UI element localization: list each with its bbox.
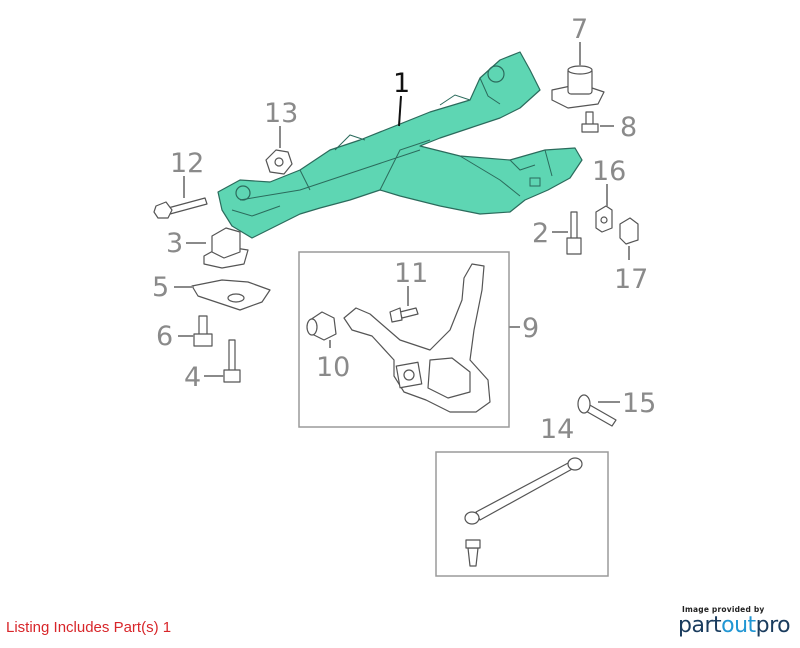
bolt-head bbox=[223, 369, 241, 383]
bolt-shank bbox=[167, 197, 208, 215]
bolt-shank bbox=[399, 307, 419, 319]
retainer-part-17[interactable] bbox=[619, 217, 639, 245]
callout-7: 7 bbox=[571, 14, 588, 45]
mount-part-3[interactable] bbox=[203, 227, 249, 269]
callout-17: 17 bbox=[614, 264, 648, 295]
mount-hole bbox=[235, 185, 251, 201]
bolt-part-12[interactable] bbox=[153, 197, 208, 219]
bolt-head bbox=[581, 123, 599, 133]
bracket-hole bbox=[227, 293, 245, 303]
bolt-head bbox=[566, 237, 582, 255]
brand-credit: Image provided by partoutpro bbox=[678, 605, 791, 638]
callout-6: 6 bbox=[156, 321, 173, 352]
mount-core bbox=[211, 227, 241, 259]
control-arm-hole bbox=[403, 369, 415, 381]
callout-10: 10 bbox=[316, 352, 350, 383]
leader-line-1 bbox=[398, 95, 402, 127]
listing-note: Listing Includes Part(s) 1 bbox=[6, 619, 172, 636]
callout-12: 12 bbox=[170, 148, 204, 179]
subassembly-frame-9 bbox=[298, 251, 510, 428]
control-arm-detail bbox=[427, 357, 471, 399]
brand-logo: partoutpro bbox=[678, 613, 791, 638]
link-part-14[interactable] bbox=[464, 457, 583, 567]
mount-top bbox=[567, 65, 593, 75]
pin-head bbox=[577, 394, 591, 414]
callout-14: 14 bbox=[540, 414, 574, 445]
bolt-part-8[interactable] bbox=[581, 111, 599, 133]
callout-9: 9 bbox=[522, 313, 539, 344]
subassembly-frame-14 bbox=[435, 451, 609, 577]
bolt-part-2[interactable] bbox=[566, 211, 582, 255]
callout-15: 15 bbox=[622, 388, 656, 419]
bushing-part-10[interactable] bbox=[306, 311, 337, 341]
mount-hole bbox=[487, 65, 505, 83]
callout-3: 3 bbox=[166, 228, 183, 259]
clip-hole bbox=[600, 216, 608, 224]
nut-part-13[interactable] bbox=[265, 149, 293, 175]
brand-logo-part: part bbox=[678, 613, 722, 638]
link-nut bbox=[465, 539, 481, 549]
brand-logo-pro: pro bbox=[755, 613, 791, 638]
callout-11: 11 bbox=[394, 258, 428, 289]
retainer-body bbox=[619, 217, 639, 245]
callout-1: 1 bbox=[393, 68, 410, 99]
brand-logo-out: out bbox=[721, 613, 756, 638]
link-end-bottom bbox=[464, 511, 480, 525]
bolt-shank bbox=[198, 315, 208, 337]
pin-part-15[interactable] bbox=[577, 394, 617, 427]
bolt-part-4[interactable] bbox=[223, 339, 241, 383]
credit-caption: Image provided by bbox=[682, 605, 765, 614]
crossmember-part-1[interactable] bbox=[217, 51, 583, 239]
link-end-top bbox=[567, 457, 583, 471]
link-stud bbox=[467, 547, 479, 567]
nut-hole bbox=[274, 157, 284, 167]
control-arm-part-9[interactable] bbox=[343, 263, 491, 413]
callout-13: 13 bbox=[264, 98, 298, 129]
link-rod bbox=[475, 461, 575, 521]
clip-part-16[interactable] bbox=[595, 205, 613, 233]
callout-2: 2 bbox=[532, 218, 549, 249]
bolt-shank bbox=[228, 339, 236, 373]
bushing-end bbox=[306, 318, 318, 336]
bolt-head bbox=[193, 333, 213, 347]
bolt-part-11[interactable] bbox=[389, 307, 419, 323]
callout-5: 5 bbox=[152, 272, 169, 303]
mount-slot bbox=[529, 177, 541, 187]
bracket-part-5[interactable] bbox=[191, 279, 271, 311]
mount-part-7[interactable] bbox=[551, 65, 605, 109]
bolt-part-6[interactable] bbox=[193, 315, 213, 347]
bolt-head bbox=[389, 307, 403, 323]
callout-4: 4 bbox=[184, 362, 201, 393]
callout-16: 16 bbox=[592, 156, 626, 187]
callout-8: 8 bbox=[620, 112, 637, 143]
bolt-head bbox=[153, 201, 173, 219]
crossmember-detail bbox=[231, 77, 553, 217]
